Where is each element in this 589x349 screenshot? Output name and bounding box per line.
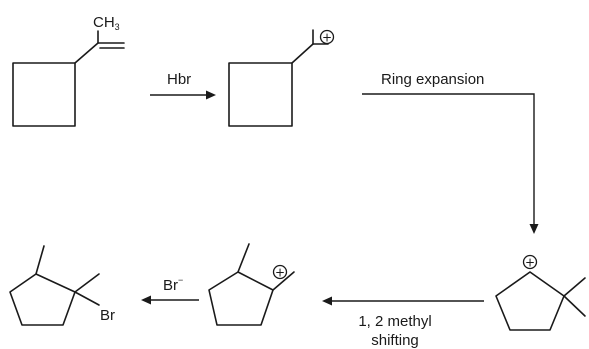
cyclobutane-ring — [228, 62, 293, 127]
molecule-carbocation-2: + — [495, 254, 586, 331]
methyl-bond-2 — [74, 273, 100, 293]
molecule-carbocation-3: + — [208, 243, 295, 326]
svg-text:+: + — [275, 266, 285, 280]
positive-charge-icon: + — [319, 29, 335, 45]
bromine-label: Br — [100, 307, 115, 324]
arrow-ring-expansion: Ring expansion — [362, 71, 539, 234]
svg-text:+: + — [322, 31, 332, 45]
cyclobutane-ring — [12, 62, 76, 127]
arrow-step-1: Hbr — [150, 71, 216, 100]
methyl-bond-1 — [35, 245, 45, 275]
arrow-bromide-attack: Br− — [141, 275, 199, 305]
svg-text:+: + — [525, 256, 535, 270]
cyclopentane-ring — [208, 271, 274, 326]
reagent-methyl-shift-line2: shifting — [371, 332, 419, 349]
arrow-methyl-shift: 1, 2 methyl shifting — [322, 296, 484, 349]
positive-charge-icon: + — [522, 254, 538, 270]
cyclopentane-ring — [9, 273, 76, 326]
methyl-bond-1 — [563, 277, 586, 297]
molecule-product: Br — [9, 245, 115, 326]
substituent-bond — [291, 43, 314, 64]
reagent-hbr: Hbr — [167, 71, 191, 88]
methyl-bond-2 — [272, 271, 295, 291]
substituent-bond — [74, 42, 99, 64]
cyclopentane-ring — [495, 271, 565, 331]
positive-charge-icon: + — [272, 264, 288, 280]
reagent-methyl-shift-line1: 1, 2 methyl — [358, 313, 431, 330]
methyl-label: CH3 — [93, 14, 120, 32]
methyl-bond-1 — [237, 243, 250, 273]
molecule-carbocation-1: + — [228, 29, 335, 127]
methyl-bond-2 — [563, 295, 586, 317]
molecule-reactant: CH3 — [12, 14, 125, 127]
bromine-bond — [74, 291, 100, 306]
reagent-bromide: Br− — [163, 275, 183, 294]
reagent-ring-expansion: Ring expansion — [381, 71, 484, 88]
